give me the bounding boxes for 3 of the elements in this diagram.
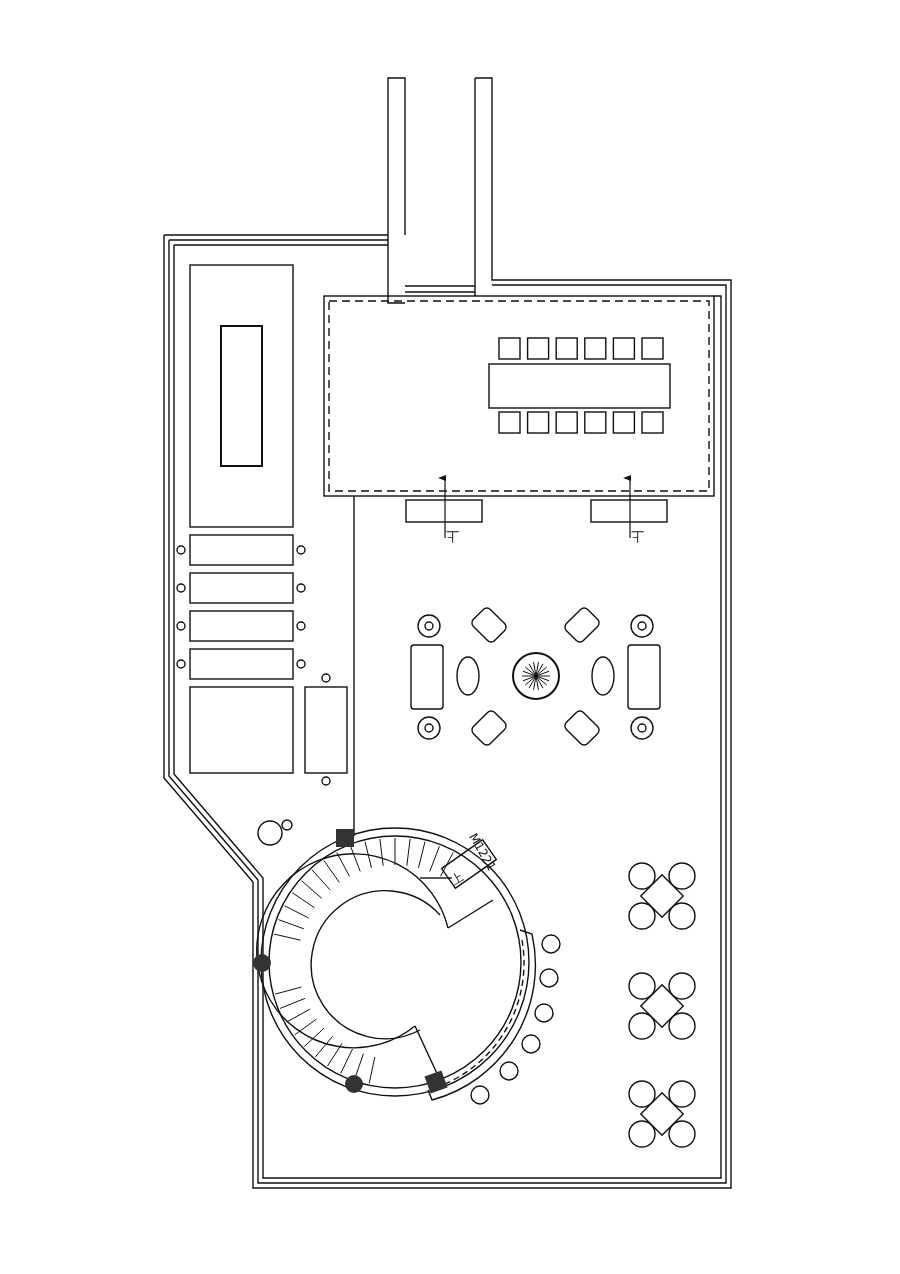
plan-label: 上 [446, 530, 459, 543]
plan-label: 上 [448, 870, 466, 888]
plan-label: 上 [631, 530, 644, 543]
